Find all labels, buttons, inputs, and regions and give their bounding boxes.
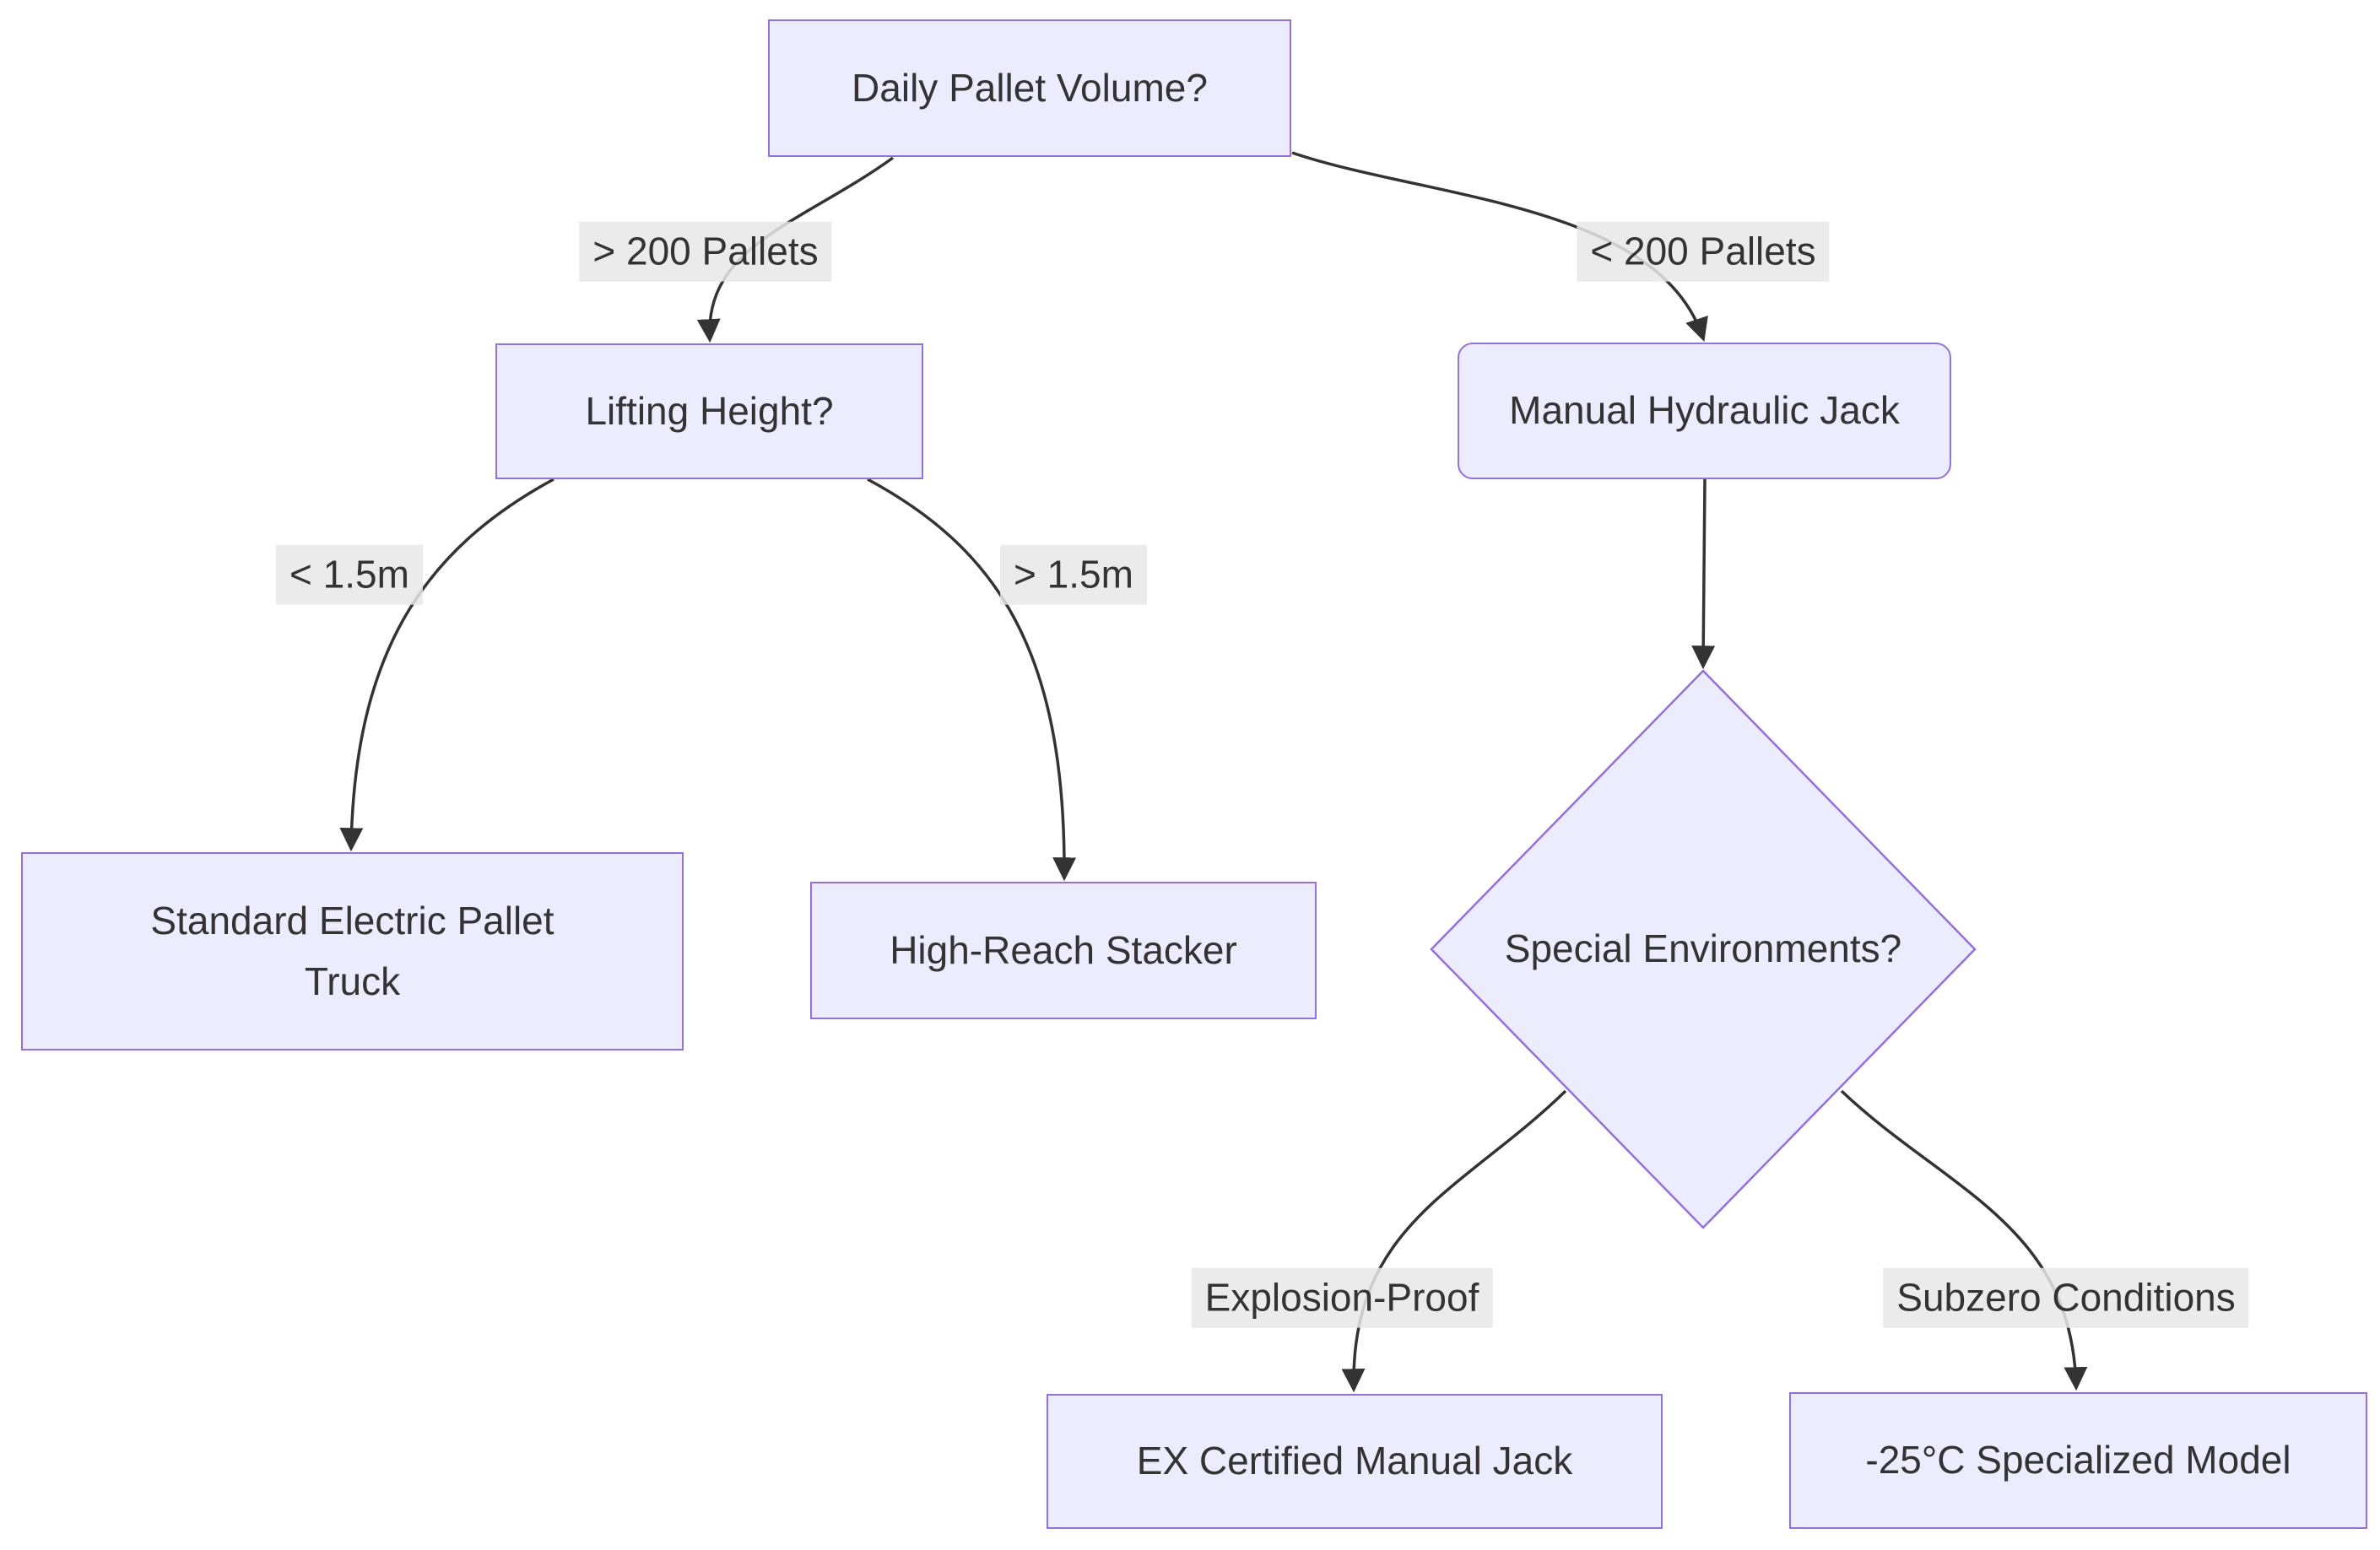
node-daily-pallet-volume: Daily Pallet Volume? [768,19,1291,157]
edge-label-subzero-conditions: Subzero Conditions [1883,1267,2249,1328]
edge-label-lt-200-pallets: < 200 Pallets [1577,221,1830,282]
edge-special-to-excertified [1341,1089,1567,1393]
node-label: Standard Electric Pallet Truck [150,899,554,1003]
node-ex-certified-manual-jack: EX Certified Manual Jack [1047,1394,1663,1529]
edge-lifting-to-highreach [867,478,1077,882]
edge-manual-to-special [1691,478,1716,670]
edge-volume-to-manual [1291,151,1708,342]
node-label: High-Reach Stacker [890,927,1237,972]
node-label: Daily Pallet Volume? [852,65,1208,110]
node-standard-electric-pallet-truck: Standard Electric Pallet Truck [21,852,684,1050]
node-label: Manual Hydraulic Jack [1509,388,1900,433]
node-label: Special Environments? [1504,926,1902,971]
node-label: -25°C Specialized Model [1865,1438,2291,1482]
edge-label-gt-200-pallets: > 200 Pallets [579,221,832,282]
edge-label-explosion-proof: Explosion-Proof [1191,1267,1493,1328]
edge-special-to-subzeromodel [1840,1089,2088,1391]
node-lifting-height: Lifting Height? [495,343,923,479]
edge-lifting-to-standard [339,478,554,852]
node-high-reach-stacker: High-Reach Stacker [810,882,1317,1019]
edge-label-lt-1-5m: < 1.5m [276,544,423,605]
edge-label-gt-1-5m: > 1.5m [1000,544,1147,605]
node-special-environments-shape [1430,669,1977,1229]
node-subzero-specialized-model: -25°C Specialized Model [1789,1392,2367,1529]
node-label: EX Certified Manual Jack [1136,1439,1573,1483]
node-label: Lifting Height? [585,388,834,433]
node-manual-hydraulic-jack: Manual Hydraulic Jack [1458,343,1951,479]
node-special-environments: Special Environments? [1431,886,1975,1013]
